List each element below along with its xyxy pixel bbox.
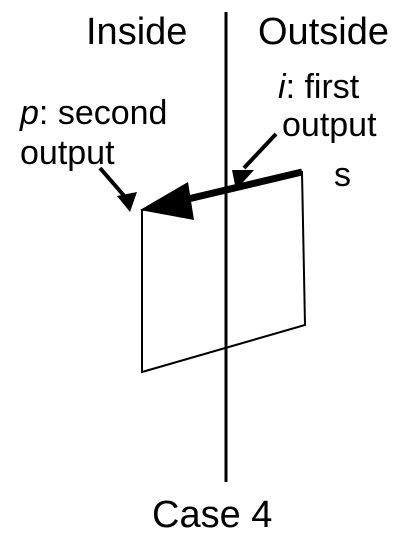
p-label: p: second xyxy=(19,94,167,132)
i-label-line2: output xyxy=(282,106,377,144)
i-pointer-line xyxy=(242,132,278,170)
p-symbol: p xyxy=(19,94,39,132)
i-pointer-head xyxy=(232,170,254,190)
i-label: i: first xyxy=(278,68,360,106)
i-symbol: i xyxy=(278,68,287,106)
p-pointer-head xyxy=(117,192,137,212)
p-pointer-line xyxy=(98,166,128,200)
p-label-text: : second xyxy=(39,94,168,132)
case-caption: Case 4 xyxy=(152,494,272,536)
inside-label: Inside xyxy=(86,11,187,53)
i-label-text: : first xyxy=(286,68,360,106)
outside-label: Outside xyxy=(258,11,389,53)
edge-arrowhead xyxy=(140,182,194,220)
s-label: s xyxy=(334,156,351,194)
p-label-line2: output xyxy=(20,134,115,172)
